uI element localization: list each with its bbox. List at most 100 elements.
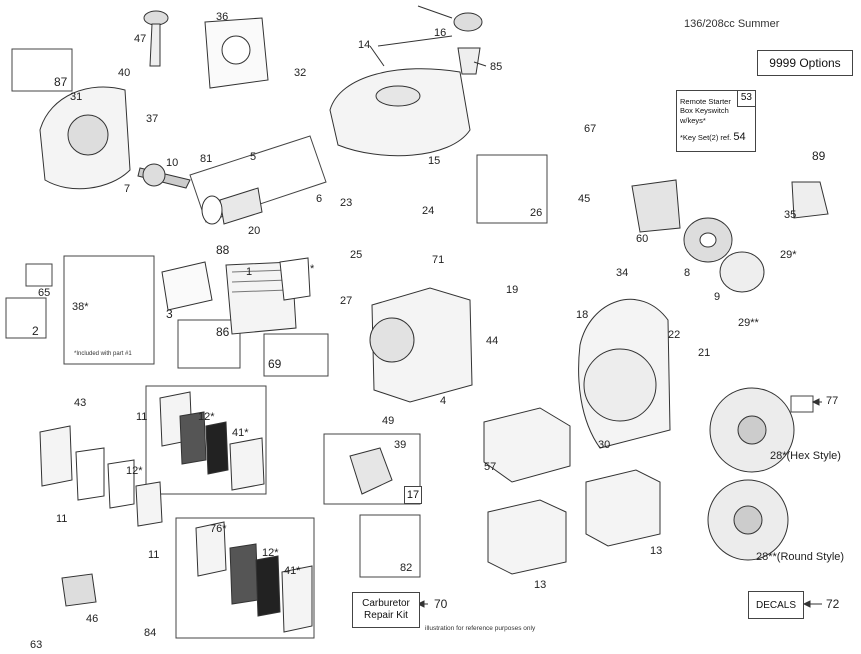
kit-box-69 <box>263 333 329 377</box>
diagram-title: 136/208cc Summer <box>684 18 780 30</box>
muffler-a <box>487 499 567 575</box>
part-label: 29** <box>738 317 759 329</box>
part-label: 13 <box>650 545 663 557</box>
part-label: 39 <box>394 439 407 451</box>
part-label: 11 <box>56 513 68 525</box>
options-box[interactable]: 9999 Options <box>757 50 853 76</box>
part-label: 35 <box>784 209 797 221</box>
part-label: 43 <box>74 397 87 409</box>
part-label: 26 <box>530 207 543 219</box>
part-label: 20 <box>248 225 261 237</box>
kit-box-86 <box>177 319 241 369</box>
part-label: 27 <box>340 295 353 307</box>
part-label: 14 <box>358 39 371 51</box>
part-label: 12* <box>262 547 279 559</box>
part-label: 24 <box>422 205 435 217</box>
part-label: 82 <box>400 562 413 574</box>
part-label: 11 <box>148 549 160 561</box>
remote-box-number: 53 <box>736 90 756 107</box>
part-label: 3 <box>166 307 173 321</box>
part-label: * <box>310 263 315 275</box>
muffler-b <box>585 469 661 547</box>
part-label: 28*(Hex Style) <box>770 450 841 462</box>
key-note: *Key Set(2) ref. 54 <box>680 131 752 145</box>
carburetor-repair-kit-box[interactable]: Carburetor Repair Kit <box>352 592 420 628</box>
part-label: 60 <box>636 233 649 245</box>
part-label: 22 <box>668 329 681 341</box>
carburetor-ref: 70 <box>434 597 448 611</box>
part-label: 57 <box>484 461 497 473</box>
part-label: 12* <box>126 465 143 477</box>
part-label: 32 <box>294 67 307 79</box>
part-label: 77 <box>826 395 839 407</box>
part-label: 71 <box>432 254 445 266</box>
part-label: 67 <box>584 123 597 135</box>
part-label: 87 <box>54 75 68 89</box>
fuel-tank <box>329 68 471 157</box>
part-label: 47 <box>134 33 147 45</box>
part-label: 18 <box>576 309 589 321</box>
part-label: 2 <box>32 324 39 338</box>
part-label: 45 <box>578 193 591 205</box>
kit-box-82 <box>359 514 421 578</box>
part-label: 16 <box>434 27 447 39</box>
part-label: 44 <box>486 335 499 347</box>
engine-block <box>371 287 473 403</box>
part-label: 6 <box>316 193 323 205</box>
part-label: 30 <box>598 439 611 451</box>
kit-box-38 <box>63 255 155 365</box>
part-label: 4 <box>440 395 447 407</box>
kit-box-26 <box>476 154 548 224</box>
part-label: 86 <box>216 325 230 339</box>
part-label: 69 <box>268 357 282 371</box>
part-label: 28**(Round Style) <box>756 551 845 563</box>
kit-note: *Included with part #1 <box>74 351 132 357</box>
part-label: 65 <box>38 287 51 299</box>
kit-box-2 <box>5 297 47 339</box>
part-label: 85 <box>490 61 503 73</box>
decals-box[interactable]: DECALS <box>748 591 804 619</box>
part-label: 34 <box>616 267 629 279</box>
part-label: 36 <box>216 11 229 23</box>
part-label: 13 <box>534 579 547 591</box>
part-label: 23 <box>340 197 353 209</box>
part-label: 76* <box>210 523 227 535</box>
part-label: 12* <box>198 411 215 423</box>
key-note-text: *Key Set(2) ref. <box>680 133 732 143</box>
part-label: 25 <box>350 249 363 261</box>
part-label: 5 <box>250 151 257 163</box>
part-label: 29* <box>780 249 797 261</box>
part-label: 81 <box>200 153 213 165</box>
part-label: 31 <box>70 91 83 103</box>
muffler-guard <box>483 407 571 483</box>
kit-box-65 <box>25 263 53 287</box>
part-label: 11 <box>136 411 148 423</box>
kit-box-77 <box>790 395 814 413</box>
part-label: 49 <box>382 415 395 427</box>
kit-box-air-11c <box>175 517 315 639</box>
key-ref: 54 <box>733 131 746 144</box>
part-label: 88 <box>216 243 230 257</box>
remote-box-text: Remote Starter Box Keyswitch w/keys* <box>680 97 731 125</box>
part-label: 37 <box>146 113 159 125</box>
part-label: 7 <box>124 183 131 195</box>
part-label: 41* <box>284 565 301 577</box>
ref-17-box: 17 <box>404 486 422 504</box>
footer-note: illustration for reference purposes only <box>425 625 536 632</box>
kit-box-87 <box>11 48 73 92</box>
part-label: 46 <box>86 613 99 625</box>
part-label: 9 <box>714 291 721 303</box>
part-label: 40 <box>118 67 131 79</box>
part-label: 84 <box>144 627 157 639</box>
part-label: 89 <box>812 149 826 163</box>
piston-frame <box>189 135 327 223</box>
part-label: 10 <box>166 157 179 169</box>
part-label: 21 <box>698 347 711 359</box>
decals-ref: 72 <box>826 597 840 611</box>
part-label: 41* <box>232 427 249 439</box>
remote-starter-box: 53 Remote Starter Box Keyswitch w/keys* … <box>676 90 756 152</box>
kit-box-39 <box>323 433 421 505</box>
part-label: 15 <box>428 155 441 167</box>
